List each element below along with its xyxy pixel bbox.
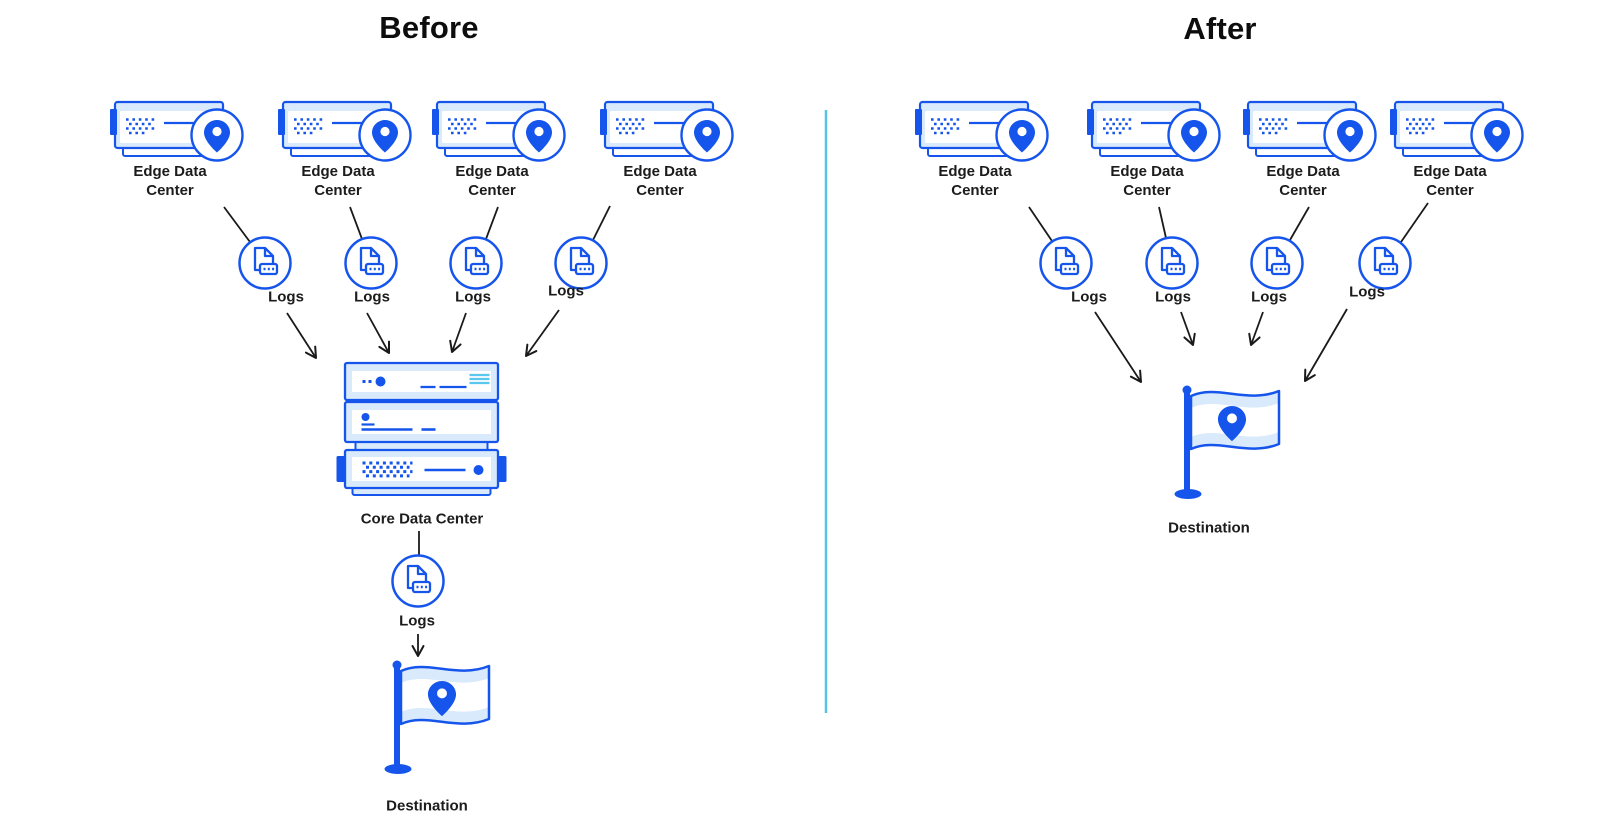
- connector-line: [1289, 206, 1310, 241]
- connector-line: [1158, 206, 1167, 239]
- connector-line: [485, 206, 499, 240]
- edge-data-center-label: Edge Data Center: [1266, 163, 1340, 199]
- logs-icon: [238, 236, 292, 290]
- core-data-center-label: Core Data Center: [360, 510, 484, 528]
- destination-flag-icon: [1175, 386, 1280, 500]
- logs-label: Logs: [1155, 288, 1191, 306]
- edge-data-center-icon: [1243, 102, 1376, 161]
- edge-data-center-label: Edge Data Center: [938, 163, 1012, 199]
- logs-icon: [1358, 236, 1412, 290]
- logs-icon: [391, 554, 445, 608]
- flow-arrow: [525, 309, 560, 357]
- edge-data-center-label: Edge Data Center: [301, 163, 375, 199]
- flow-arrow: [1094, 311, 1142, 383]
- flow-arrow: [1180, 311, 1196, 346]
- before-edge-data-centers: [110, 102, 733, 161]
- edge-data-center-label: Edge Data Center: [623, 163, 697, 199]
- logs-label: Logs: [1349, 283, 1385, 301]
- before-connector-lines: [223, 205, 611, 243]
- logs-label: Logs: [455, 288, 491, 306]
- edge-data-center-icon: [1390, 102, 1523, 161]
- logs-label: Logs: [268, 288, 304, 306]
- logs-icon: [344, 236, 398, 290]
- logs-icon: [554, 236, 608, 290]
- logs-label: Logs: [548, 282, 584, 300]
- logs-icon: [1039, 236, 1093, 290]
- destination-flag-icon: [385, 661, 490, 775]
- edge-data-center-icon: [915, 102, 1048, 161]
- logs-icon: [1250, 236, 1304, 290]
- before-flow-arrows: [286, 309, 560, 359]
- flow-arrow: [1248, 311, 1264, 346]
- edge-data-center-label: Edge Data Center: [133, 163, 207, 199]
- connector-line: [592, 205, 611, 241]
- edge-data-center-icon: [600, 102, 733, 161]
- connector-line: [1028, 206, 1053, 242]
- logs-label: Logs: [1071, 288, 1107, 306]
- edge-data-center-icon: [1087, 102, 1220, 161]
- logs-label: Logs: [354, 288, 390, 306]
- after-title: After: [1183, 11, 1257, 46]
- edge-data-center-label: Edge Data Center: [455, 163, 529, 199]
- edge-data-center-icon: [110, 102, 243, 161]
- edge-data-center-label: Edge Data Center: [1110, 163, 1184, 199]
- flow-arrow: [286, 312, 317, 359]
- core-data-center-icon: [336, 361, 507, 496]
- logs-icon: [449, 236, 503, 290]
- flow-arrow: [449, 312, 467, 353]
- after-logs-icons: [1039, 236, 1412, 290]
- logs-label: Logs: [1251, 288, 1287, 306]
- connector-line: [349, 206, 363, 240]
- flow-arrow: [1304, 308, 1348, 382]
- edge-data-center-label: Edge Data Center: [1413, 163, 1487, 199]
- after-connector-lines: [1028, 202, 1429, 243]
- before-logs-icons: [238, 236, 608, 290]
- after-edge-data-centers: [915, 102, 1523, 161]
- logs-label: Logs: [399, 612, 435, 630]
- logs-icon: [1145, 236, 1199, 290]
- connector-line: [1400, 202, 1429, 243]
- flow-arrow: [366, 312, 390, 354]
- after-flow-arrows: [1094, 308, 1348, 383]
- edge-data-center-icon: [432, 102, 565, 161]
- connector-line: [223, 206, 251, 243]
- before-title: Before: [379, 10, 479, 45]
- edge-data-center-icon: [278, 102, 411, 161]
- destination-label: Destination: [1168, 519, 1250, 537]
- destination-label: Destination: [386, 797, 468, 815]
